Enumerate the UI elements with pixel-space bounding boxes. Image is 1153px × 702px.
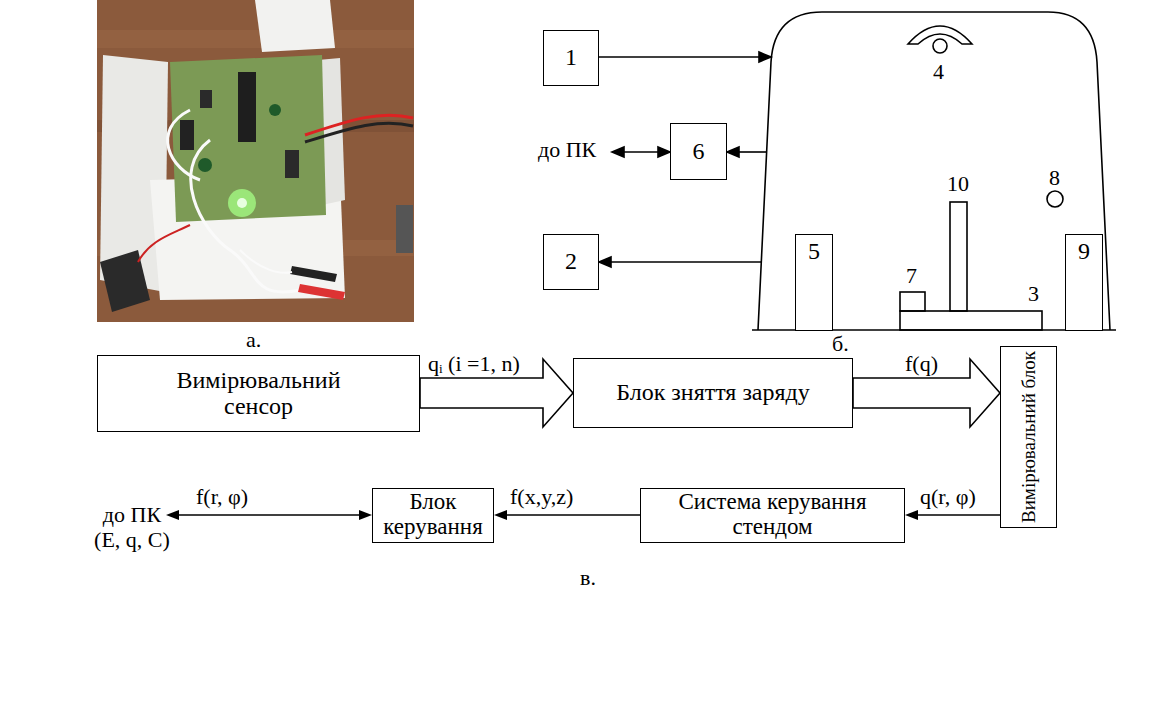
panel-letter: а. [246,328,261,353]
signal-arrow [905,510,1000,520]
process-box: Блок керування [372,488,494,543]
node-text: 9 [1078,239,1090,265]
arrow-line [506,514,640,516]
node-text: 6 [693,139,705,165]
led [237,198,247,208]
microcontroller-chip [238,72,256,142]
part-box: 2 [543,234,599,290]
signal-label: qᵢ (i =1, n) [426,352,522,377]
pc-label: до ПК [538,138,596,163]
rod [950,202,967,311]
post-box: 5 [795,234,833,331]
red-clip [298,284,345,300]
component [200,90,212,108]
component [285,150,299,178]
stand-scheme [599,12,1116,330]
black-clip [290,266,337,282]
arrow-head [727,147,739,157]
sensor-module [396,205,413,253]
arrow-head [658,147,670,157]
arrow-line [599,56,760,58]
wood-grain [97,30,414,48]
sensor-point [1047,191,1063,207]
signal-label: f(r, φ) [196,485,248,510]
arrow-head [166,510,179,520]
black-wire [305,123,413,142]
battery [100,250,150,312]
signal-label: q(r, φ) [918,485,978,510]
callout-number: 10 [947,172,969,197]
callout-number: 3 [1028,282,1039,307]
wood-background [97,0,414,322]
pc-label: до ПК (E, q, C) [92,503,172,552]
arrow-head [359,510,372,520]
post-box: 9 [1065,234,1103,331]
node-text: Система керування стендом [668,490,878,540]
arrow-head [905,510,918,520]
signal-label: f(x,y,z) [508,485,575,510]
process-box: Блок зняття заряду [573,358,853,428]
pc-link [166,510,372,520]
process-box: Система керування стендом [640,488,905,543]
signal-label: f(q) [903,352,940,377]
white-wire [191,140,300,292]
capacitor [269,104,281,116]
arrow-head [599,257,611,267]
switch [180,120,194,150]
node-text: Блок зняття заряду [616,380,810,406]
node-text: 5 [808,239,820,265]
speaker-symbol [933,39,947,53]
device-photo [97,0,414,322]
callout-number: 4 [933,60,944,85]
part-box: 6 [670,123,727,180]
speaker-symbol [908,26,972,44]
led-glow [228,189,256,217]
part-box: 1 [543,30,599,86]
clip-wire [240,250,292,273]
arrow-line [178,514,360,516]
capacitor [198,158,212,172]
process-box: Вимірювальний сенсор [97,355,420,432]
arrow-head [612,147,624,157]
arrow-line [917,514,1000,516]
small-block [900,292,925,311]
panel-letter: б. [832,332,849,357]
process-box: Вимірювальний блок [1000,346,1057,528]
node-text: 1 [565,45,577,71]
callout-number: 8 [1049,166,1060,191]
base-plate [900,311,1042,330]
arrow-head [494,510,507,520]
node-text: 2 [565,249,577,275]
case-panel [255,0,335,52]
white-wire [168,110,200,180]
battery-wire [138,225,190,262]
arrow-line [739,151,766,153]
red-wire [305,115,413,135]
node-text: Блок керування [379,490,487,540]
signal-arrow [494,510,640,520]
panel-letter: в. [580,566,596,591]
node-text: Вимірювальний сенсор [159,368,359,420]
callout-number: 7 [906,264,917,289]
node-text: Вимірювальний блок [1018,351,1039,523]
arrow-head [759,52,771,62]
stand-housing [758,12,1110,330]
arrow-line [624,151,658,153]
arrow-line [611,261,761,263]
